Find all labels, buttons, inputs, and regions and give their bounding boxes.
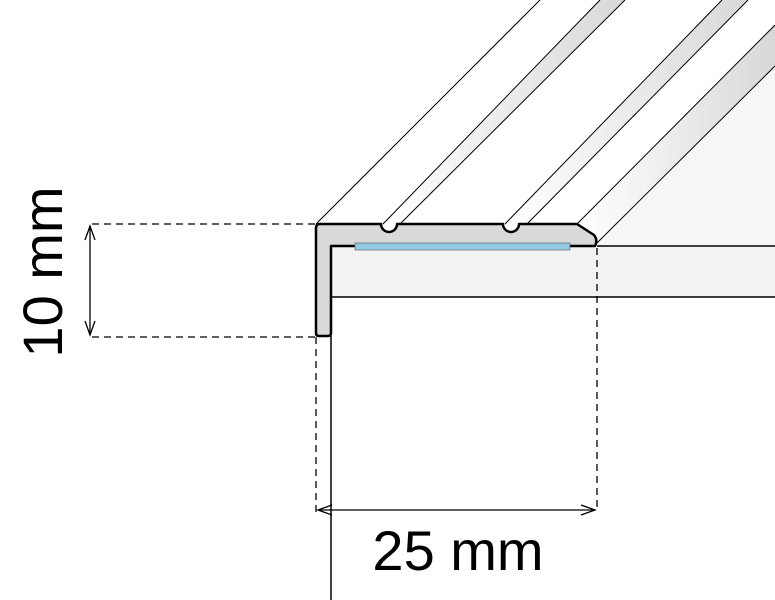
- nose-rounded-edge: [577, 25, 775, 243]
- groove-tube-1: [383, 0, 625, 224]
- profile-left-edge: [315, 0, 541, 225]
- step-face: [331, 246, 775, 297]
- width-dimension: [315, 248, 598, 600]
- adhesive-strip: [354, 242, 571, 251]
- groove-tube-2: [505, 0, 748, 224]
- tread-surface: [597, 66, 775, 246]
- profile-cross-section: [314, 222, 598, 338]
- height-dimension: [84, 223, 316, 338]
- width-label: 25 mm: [372, 519, 543, 582]
- height-label: 10 mm: [11, 186, 74, 357]
